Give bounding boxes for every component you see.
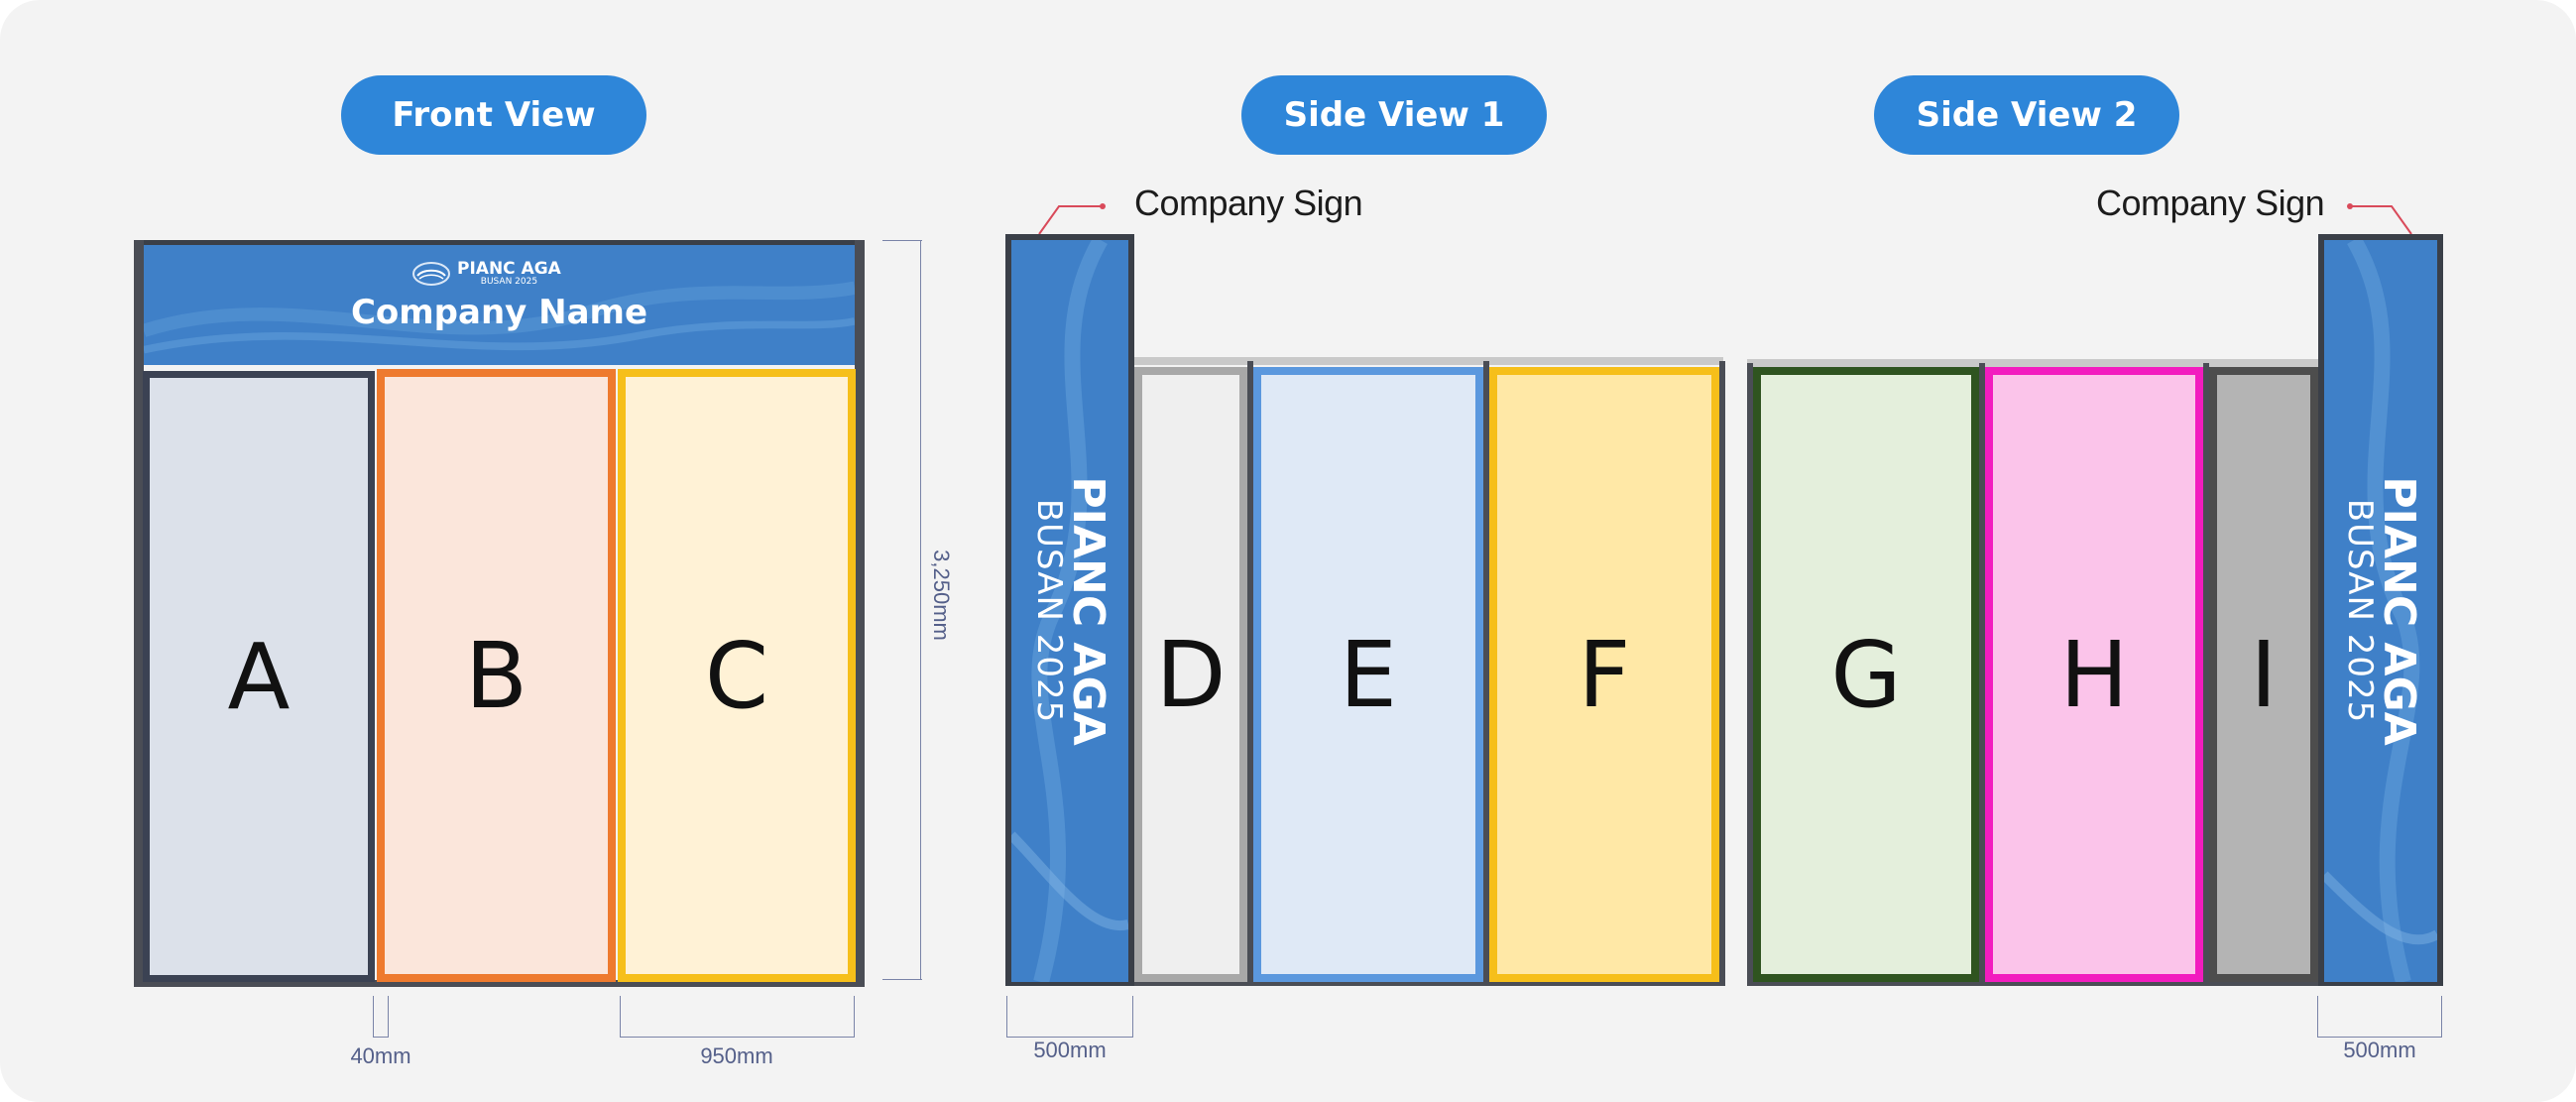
side-1-banner-text: PIANC AGA BUSAN 2025 [1028, 383, 1113, 839]
banner-subtitle: BUSAN 2025 [2339, 498, 2380, 724]
sign-width-dimension-line-left [1006, 996, 1133, 1038]
sign-width-dimension-label-right: 500mm [2343, 1038, 2416, 1062]
front-frame-right [855, 240, 865, 986]
panel-d: D [1134, 367, 1247, 982]
side-2-company-sign: PIANC AGA BUSAN 2025 [2318, 234, 2443, 986]
sign-logo-subtext: BUSAN 2025 [480, 277, 538, 287]
banner-wave-pattern [1011, 240, 1128, 982]
front-frame-bottom [134, 980, 865, 987]
side-2-bottom-rail [1747, 980, 2318, 986]
side-1-post-1 [1247, 361, 1253, 986]
panel-c: C [618, 369, 856, 982]
height-dimension-label: 3,250mm [929, 550, 954, 641]
sign-logo-text: PIANC AGA [457, 259, 561, 279]
sign-logo: PIANC AGA BUSAN 2025 [411, 259, 610, 289]
side-2-post-3 [2203, 363, 2209, 986]
sign-wave-pattern [144, 281, 855, 354]
front-frame-left [134, 240, 144, 986]
company-name-text: Company Name [350, 293, 648, 332]
side-1-post-3 [1719, 361, 1725, 986]
side-view-2-label: Side View 2 [1874, 75, 2179, 155]
panel-g: G [1753, 367, 1979, 982]
panel-width-dimension-line [620, 996, 855, 1038]
side-view-1-label: Side View 1 [1241, 75, 1547, 155]
side-1-top-rail [1134, 357, 1723, 365]
height-dimension-line [882, 240, 922, 980]
front-view-label: Front View [341, 75, 646, 155]
banner-title: PIANC AGA [2373, 476, 2424, 746]
side-2-post-1 [1747, 363, 1753, 986]
panel-f: F [1489, 367, 1719, 982]
callout-pointer-right [2347, 203, 2412, 235]
panel-a: A [143, 371, 375, 982]
panel-b: B [377, 369, 616, 982]
panel-i: I [2209, 367, 2318, 982]
banner-title: PIANC AGA [1062, 476, 1113, 746]
company-sign-callout-left: Company Sign [1134, 183, 1363, 223]
sign-width-dimension-label-left: 500mm [1033, 1038, 1107, 1062]
gap-dimension-label: 40mm [350, 1043, 411, 1068]
side-2-top-rail [1747, 359, 2318, 367]
side-1-bottom-rail [1134, 980, 1723, 986]
callout-pointer-left [1038, 203, 1106, 235]
side-2-post-2 [1979, 363, 1985, 986]
banner-wave-pattern [2324, 240, 2437, 982]
panel-width-dimension-label: 950mm [700, 1043, 773, 1068]
front-company-sign: PIANC AGA BUSAN 2025 Company Name [144, 240, 855, 365]
pianc-logo-icon [412, 262, 450, 286]
side-1-post-2 [1483, 361, 1489, 986]
gap-dimension-line [373, 996, 389, 1038]
company-sign-callout-right: Company Sign [2096, 183, 2325, 223]
sign-width-dimension-line-right [2317, 996, 2442, 1038]
panel-h: H [1985, 367, 2203, 982]
side-1-company-sign: PIANC AGA BUSAN 2025 [1005, 234, 1134, 986]
banner-subtitle: BUSAN 2025 [1028, 498, 1069, 724]
side-2-banner-text: PIANC AGA BUSAN 2025 [2339, 383, 2424, 839]
panel-e: E [1253, 367, 1483, 982]
